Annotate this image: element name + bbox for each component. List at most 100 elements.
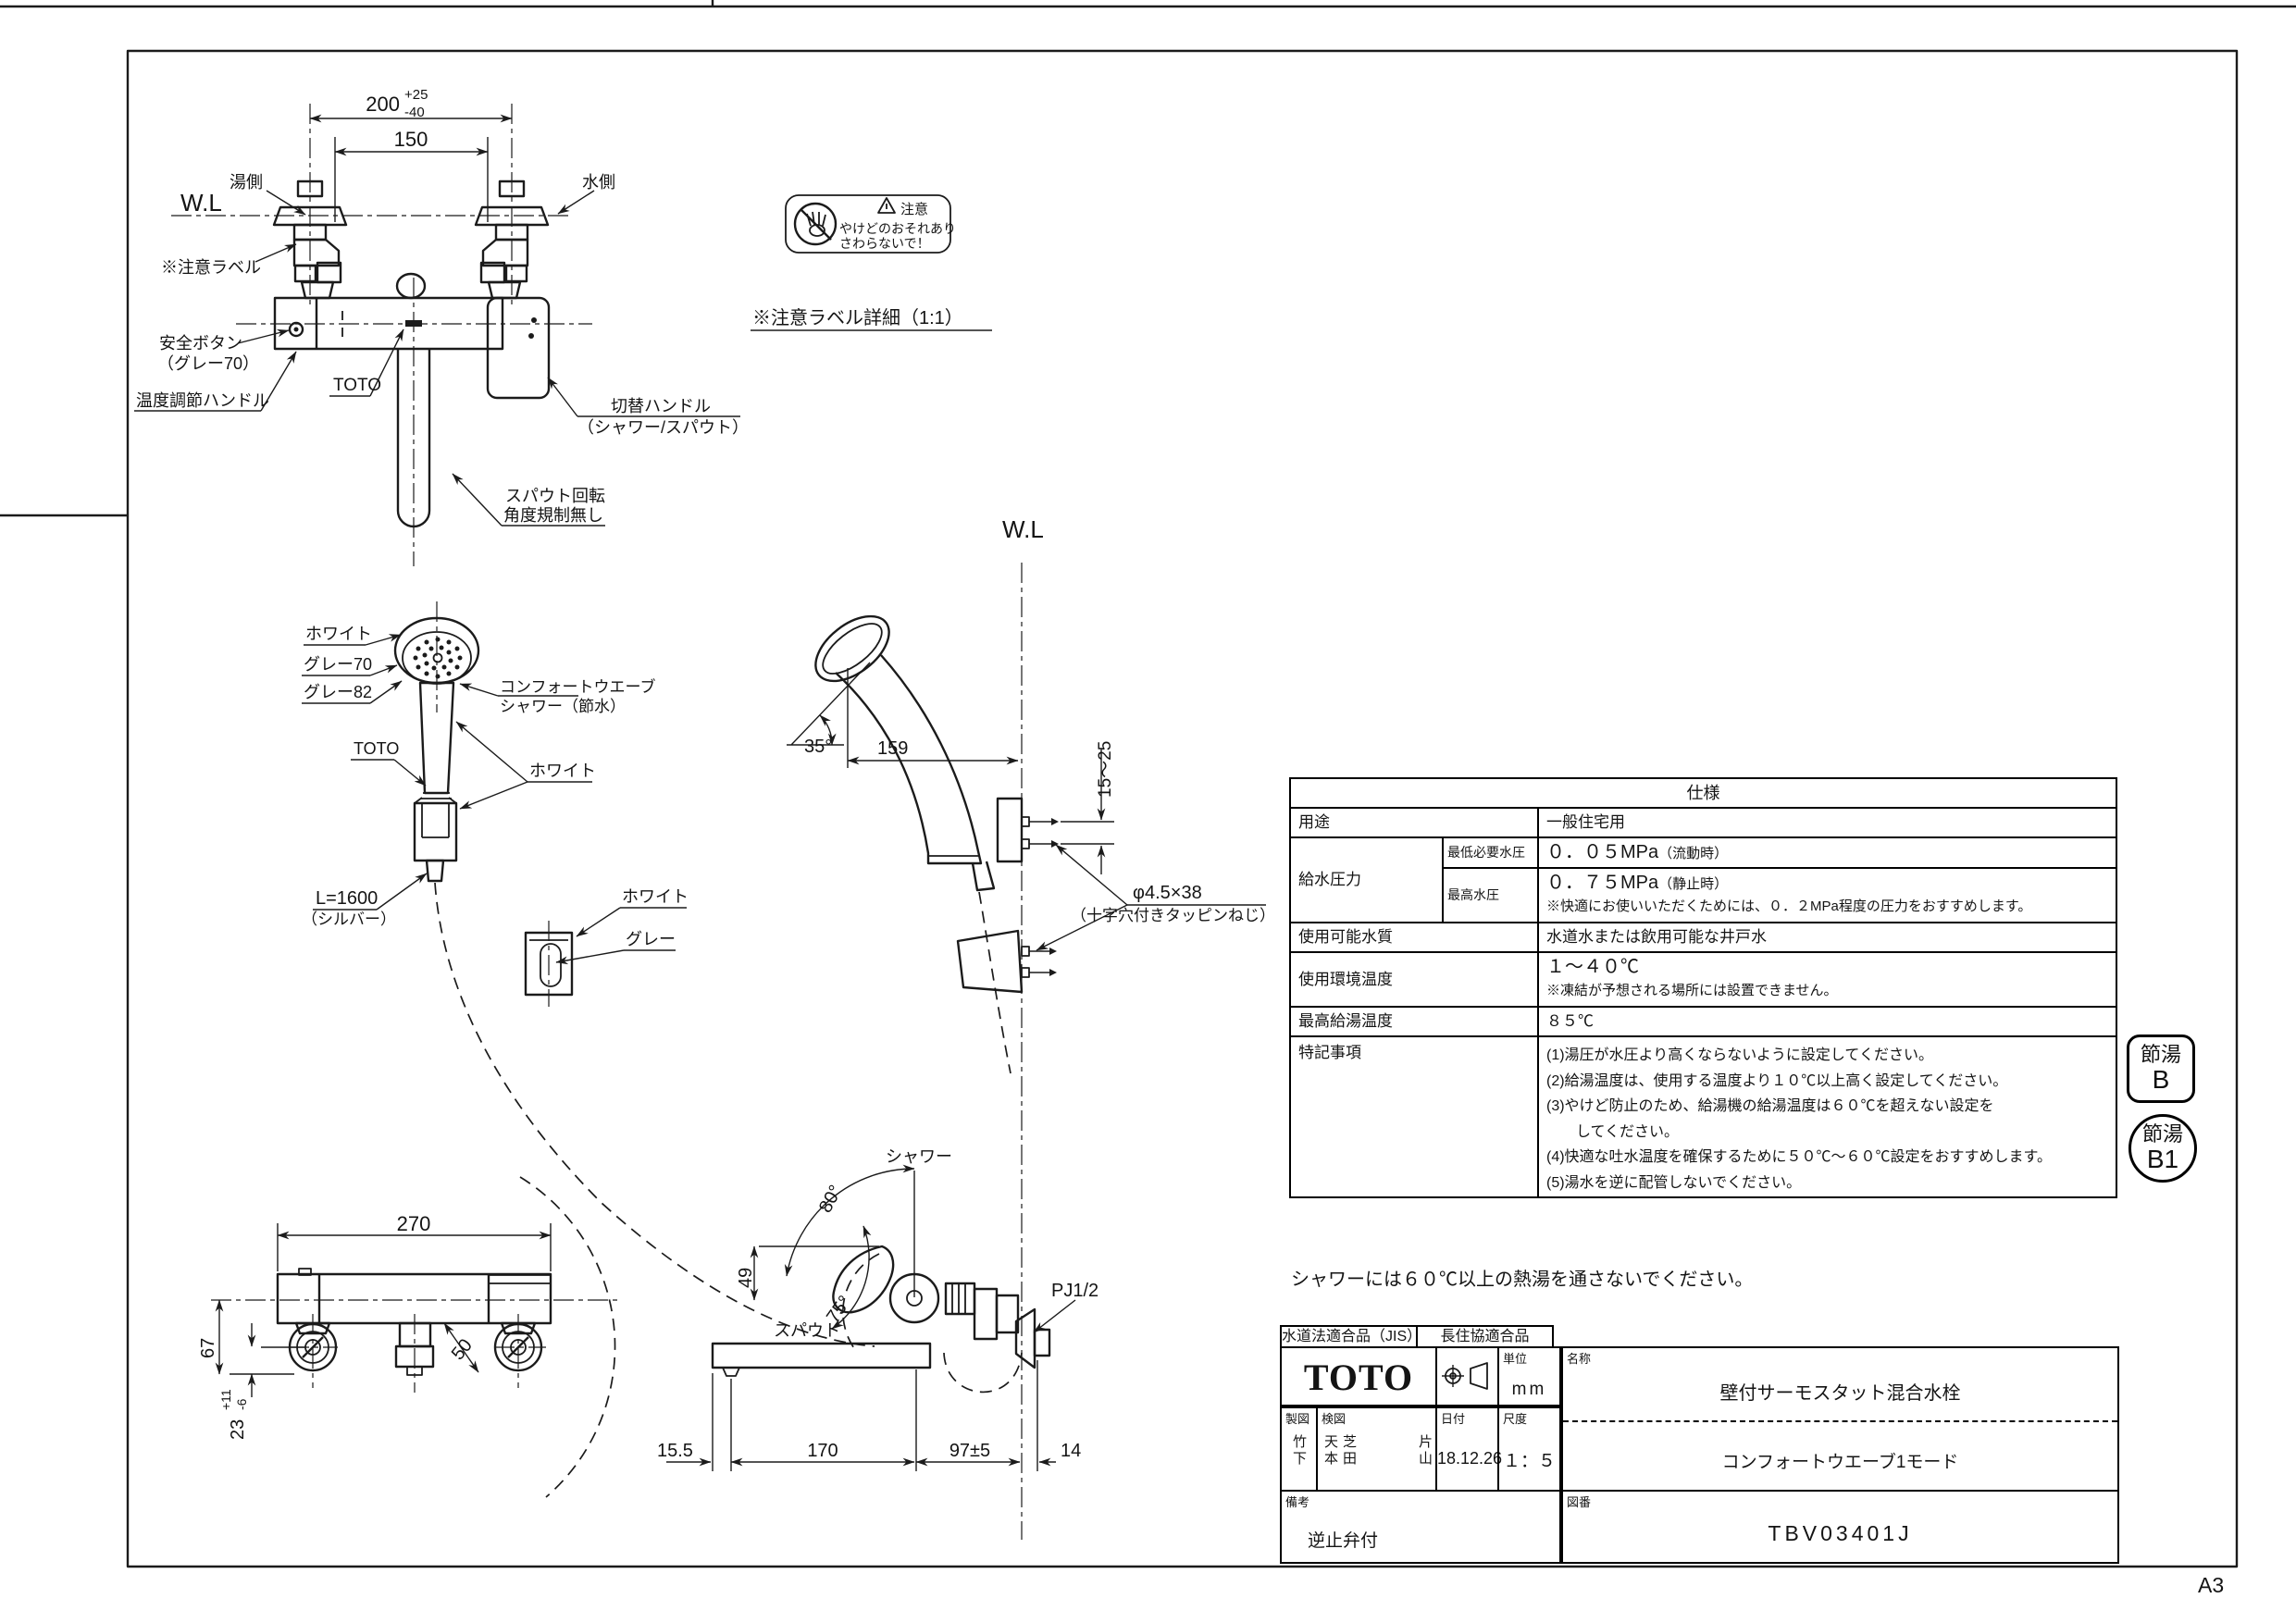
spec-pressure-note: ※快適にお使いいただくためには、０．２MPa程度の圧力をおすすめします。	[1546, 898, 2032, 914]
wall-bracket-lower	[956, 929, 1057, 994]
dim-50: 50	[448, 1335, 477, 1364]
product-sub-name: コンフォートウエーブ1モード	[1721, 1453, 1959, 1472]
no-touch-icon	[793, 202, 838, 246]
cell-logo: TOTO	[1280, 1346, 1437, 1406]
dim-200-tol-minus: -40	[404, 105, 425, 120]
spec-quality-value: 水道水または飲用可能な井戸水	[1537, 922, 2117, 953]
sheet-frame	[0, 0, 2296, 1568]
cell-unit: 単位 mm	[1497, 1346, 1561, 1406]
dwgno-value: TBV03401J	[1768, 1521, 1913, 1545]
cell-name: 名称 壁付サーモスタット混合水栓 コンフォートウエーブ1モード	[1561, 1346, 2119, 1492]
label-white-head: ホワイト	[305, 625, 372, 643]
spec-max-label: 最高水圧	[1442, 867, 1539, 923]
angle-80: 80°	[815, 1182, 847, 1216]
first-angle-projection-icon	[1442, 1362, 1488, 1390]
label-brand-shower: TOTO	[354, 739, 399, 758]
label-shower-pos: シャワー	[886, 1147, 952, 1166]
warning-icon	[877, 197, 896, 214]
dim-15-25: 15～25	[1096, 741, 1115, 798]
label-temp-handle: 温度調節ハンドル	[136, 391, 269, 410]
dim-23-minus: -6	[234, 1398, 249, 1410]
name-label: 名称	[1567, 1352, 1592, 1366]
bottom-view: 270 67 23 +11 -6 50 シャワー 80° 49 75° スパウト…	[198, 1147, 1098, 1498]
label-hanger-gray: グレー	[626, 930, 676, 948]
label-spout-note1: スパウト回転	[505, 487, 605, 505]
spec-usage-label: 用途	[1289, 807, 1539, 838]
label-cold-side: 水側	[582, 173, 615, 192]
unit-value: mm	[1511, 1380, 1547, 1399]
caution-line2: さわらないで！	[839, 236, 930, 251]
caution-title: 注意	[900, 201, 928, 217]
spec-notes-cell: (1)湯圧が水圧より高くならないように設定してください。 (2)給湯温度は、使用…	[1537, 1035, 2117, 1198]
label-hose-color: （シルバー）	[302, 911, 396, 928]
unit-label: 単位	[1503, 1352, 1528, 1366]
checker-label: 検図	[1322, 1412, 1347, 1426]
spec-title: 仕様	[1289, 777, 2117, 809]
shower-handle	[413, 681, 458, 883]
dim-23-plus: +11	[218, 1389, 233, 1410]
shower-warning-note: シャワーには６０℃以上の熱湯を通さないでください。	[1291, 1270, 1754, 1290]
spec-pressure-label: 給水圧力	[1289, 836, 1444, 923]
label-gray70: グレー70	[304, 655, 372, 674]
faucet-body-bottom	[276, 1268, 552, 1376]
dwgno-label: 図番	[1567, 1495, 1592, 1509]
cert-chojyu: 長住協適合品	[1416, 1325, 1554, 1348]
spray-holes	[413, 637, 463, 679]
spec-note-3b: してください。	[1546, 1123, 1680, 1140]
wall-union-right	[474, 180, 550, 300]
dim-200-tol-plus: +25	[404, 87, 428, 103]
front-view: W.L 200 +25 -40 150 湯側 水側 ※注意ラベル 安全ボタン （…	[134, 87, 749, 566]
shower-head	[393, 616, 480, 685]
spec-notes-label: 特記事項	[1289, 1035, 1539, 1198]
cell-projection	[1435, 1346, 1499, 1406]
label-safety-button-color: （グレー70）	[157, 354, 259, 373]
dim-49: 49	[736, 1268, 756, 1288]
scale-value: １：５	[1502, 1452, 1556, 1471]
label-spout-note2: 角度規制無し	[503, 506, 603, 525]
caution-line1: やけどのおそれあり	[839, 221, 956, 236]
dim-15-5: 15.5	[657, 1441, 693, 1461]
spec-env-value: １～４０℃	[1546, 957, 1639, 977]
spout-swing-arc	[519, 1176, 616, 1498]
dim-14: 14	[1061, 1441, 1081, 1461]
eco-badge-b-label: 節湯	[2140, 1043, 2181, 1066]
drafter-label: 製図	[1285, 1412, 1310, 1426]
shower-hose	[434, 882, 875, 1347]
spec-max-value: ０．７５MPa	[1546, 873, 1659, 893]
spec-max-cell: ０．７５MPa（静止時） ※快適にお使いいただくためには、０．２MPa程度の圧力…	[1537, 867, 2117, 923]
eco-badge-b1-value: B1	[2146, 1145, 2179, 1173]
eco-badge-b1-label: 節湯	[2141, 1122, 2183, 1146]
spec-note-3: (3)やけど防止のため、給湯機の給湯温度は６０℃を超えない設定を	[1546, 1098, 1994, 1114]
spec-env-label: 使用環境温度	[1289, 951, 1539, 1008]
cell-dwgno: 図番 TBV03401J	[1561, 1490, 2119, 1564]
spec-maxtemp-value: ８５℃	[1537, 1006, 2117, 1037]
eco-badge-b1: 節湯 B1	[2128, 1114, 2197, 1183]
label-caution-ref: ※注意ラベル	[161, 258, 261, 277]
dim-159: 159	[877, 738, 908, 759]
label-safety-button: 安全ボタン	[159, 334, 242, 353]
shower-hanger	[524, 931, 574, 997]
date-value: 18.12.26	[1437, 1449, 1503, 1468]
paper-size-label: A3	[2198, 1573, 2225, 1597]
spec-min-label: 最低必要水圧	[1442, 836, 1539, 869]
screw-note: （十字穴付きタッピンねじ）	[1071, 907, 1275, 924]
cell-date: 日付 18.12.26	[1435, 1406, 1503, 1492]
spec-min-value: ０．０５MPa	[1546, 842, 1659, 862]
spout-and-valve-side	[711, 1245, 1051, 1394]
spout	[396, 349, 431, 528]
label-switch-handle-sub: （シャワー/スパウト）	[577, 418, 749, 437]
date-label: 日付	[1441, 1412, 1466, 1426]
spec-env-cell: １～４０℃ ※凍結が予想される場所には設置できません。	[1537, 951, 2117, 1008]
checker-1: 天本	[1323, 1434, 1338, 1467]
faucet-body	[273, 272, 551, 528]
dim-67: 67	[198, 1338, 218, 1358]
checker-2: 芝田	[1342, 1434, 1357, 1467]
label-comfort2: シャワー（節水）	[500, 698, 626, 715]
dim-170: 170	[807, 1441, 838, 1461]
front-ref-lines	[134, 137, 740, 527]
spec-min-cond: （流動時）	[1658, 846, 1729, 861]
label-hanger-white: ホワイト	[622, 887, 689, 906]
spec-max-cond: （静止時）	[1658, 876, 1729, 892]
